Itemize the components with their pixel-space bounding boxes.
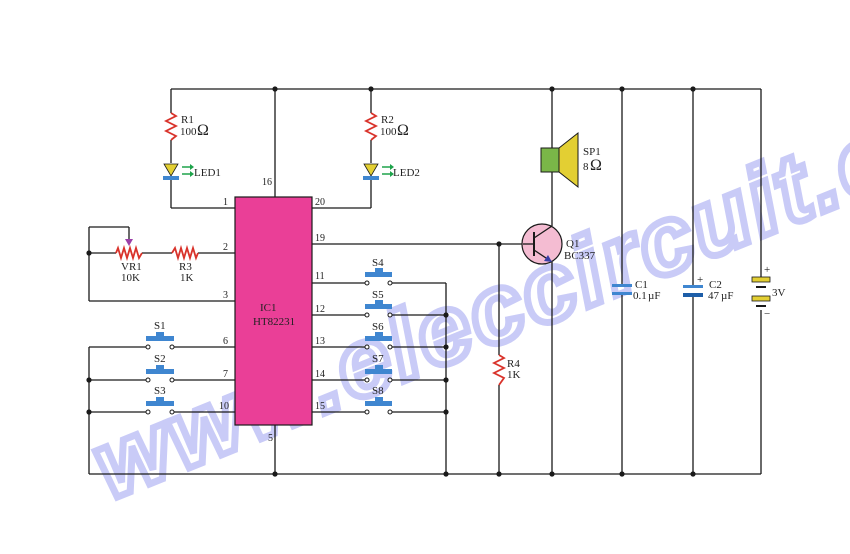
battery-plus: + <box>764 264 770 276</box>
pin-2: 2 <box>223 242 228 253</box>
c2-value: 47 <box>708 290 720 302</box>
led2: LED2 <box>363 163 420 180</box>
r2-unit: Ω <box>397 122 409 139</box>
capacitor-c2: + C2 47 µF <box>683 274 733 302</box>
c1-value: 0.1 <box>633 290 647 302</box>
vr1-ref: VR1 <box>121 261 142 273</box>
r2-ref: R2 <box>381 114 394 126</box>
pin-11: 11 <box>315 271 325 282</box>
ic1-chip: IC1 HT82231 <box>234 196 313 426</box>
potentiometer-vr1: VR1 10K <box>115 227 143 284</box>
r3-ref: R3 <box>179 261 192 273</box>
pin-14: 14 <box>315 369 325 380</box>
ic1-pin-numbers: 1 2 3 6 7 10 16 5 20 19 11 12 13 14 15 <box>219 177 325 444</box>
vr1-value: 10K <box>121 272 140 284</box>
c2-ref: C2 <box>709 279 722 291</box>
r4-ref: R4 <box>507 358 520 370</box>
pin-10: 10 <box>219 401 229 412</box>
switch-s6: S6 <box>364 321 393 350</box>
r2-value: 100 <box>380 126 397 138</box>
sp1-unit: Ω <box>590 157 602 174</box>
s8-ref: S8 <box>372 385 384 397</box>
c1-unit: µF <box>648 290 660 302</box>
resistor-r3: R3 1K <box>171 244 199 284</box>
led2-ref: LED2 <box>393 167 420 179</box>
switch-s7: S7 <box>364 353 393 383</box>
r1-value: 100 <box>180 126 197 138</box>
resistor-r4: R4 1K <box>491 354 521 386</box>
s5-ref: S5 <box>372 289 384 301</box>
s6-ref: S6 <box>372 321 384 333</box>
pin-1: 1 <box>223 197 228 208</box>
pin-20: 20 <box>315 197 325 208</box>
resistor-r1: R1 100 Ω <box>163 112 209 141</box>
capacitor-c1: C1 0.1 µF <box>612 279 660 302</box>
sp1-value: 8 <box>583 161 589 173</box>
s2-ref: S2 <box>154 353 166 365</box>
r3-value: 1K <box>180 272 194 284</box>
c2-unit: µF <box>721 290 733 302</box>
pin-5: 5 <box>268 433 273 444</box>
s4-ref: S4 <box>372 257 384 269</box>
battery: + − 3V <box>751 264 786 320</box>
pin-7: 7 <box>223 369 228 380</box>
s7-ref: S7 <box>372 353 384 365</box>
switch-s4: S4 <box>364 257 393 286</box>
wires <box>88 88 762 475</box>
transistor-q1: Q1 BC337 <box>521 223 596 265</box>
ic1-part: HT82231 <box>253 316 295 328</box>
switch-s1: S1 <box>145 320 175 350</box>
q1-part: BC337 <box>564 250 596 262</box>
pin-3: 3 <box>223 290 228 301</box>
pin-13: 13 <box>315 336 325 347</box>
battery-minus: − <box>764 308 770 320</box>
junction-dots <box>86 86 696 477</box>
speaker-sp1: SP1 8 Ω <box>540 131 602 189</box>
switch-s8: S8 <box>364 385 393 415</box>
switch-s5: S5 <box>364 289 393 318</box>
battery-voltage: 3V <box>772 287 786 299</box>
r1-ref: R1 <box>181 114 194 126</box>
pin-6: 6 <box>223 336 228 347</box>
pin-12: 12 <box>315 304 325 315</box>
ic1-ref: IC1 <box>260 302 277 314</box>
pin-15: 15 <box>315 401 325 412</box>
sp1-ref: SP1 <box>583 146 601 158</box>
led1: LED1 <box>163 163 221 180</box>
q1-ref: Q1 <box>566 238 579 250</box>
r4-value: 1K <box>507 369 521 381</box>
resistor-r2: R2 100 Ω <box>363 112 409 141</box>
switch-s2: S2 <box>145 353 175 383</box>
s3-ref: S3 <box>154 385 166 397</box>
s1-ref: S1 <box>154 320 166 332</box>
switch-s3: S3 <box>145 385 175 415</box>
c2-plus: + <box>697 274 703 286</box>
r1-unit: Ω <box>197 122 209 139</box>
led1-ref: LED1 <box>194 167 221 179</box>
pin-19: 19 <box>315 233 325 244</box>
c1-ref: C1 <box>635 279 648 291</box>
pin-16: 16 <box>262 177 272 188</box>
